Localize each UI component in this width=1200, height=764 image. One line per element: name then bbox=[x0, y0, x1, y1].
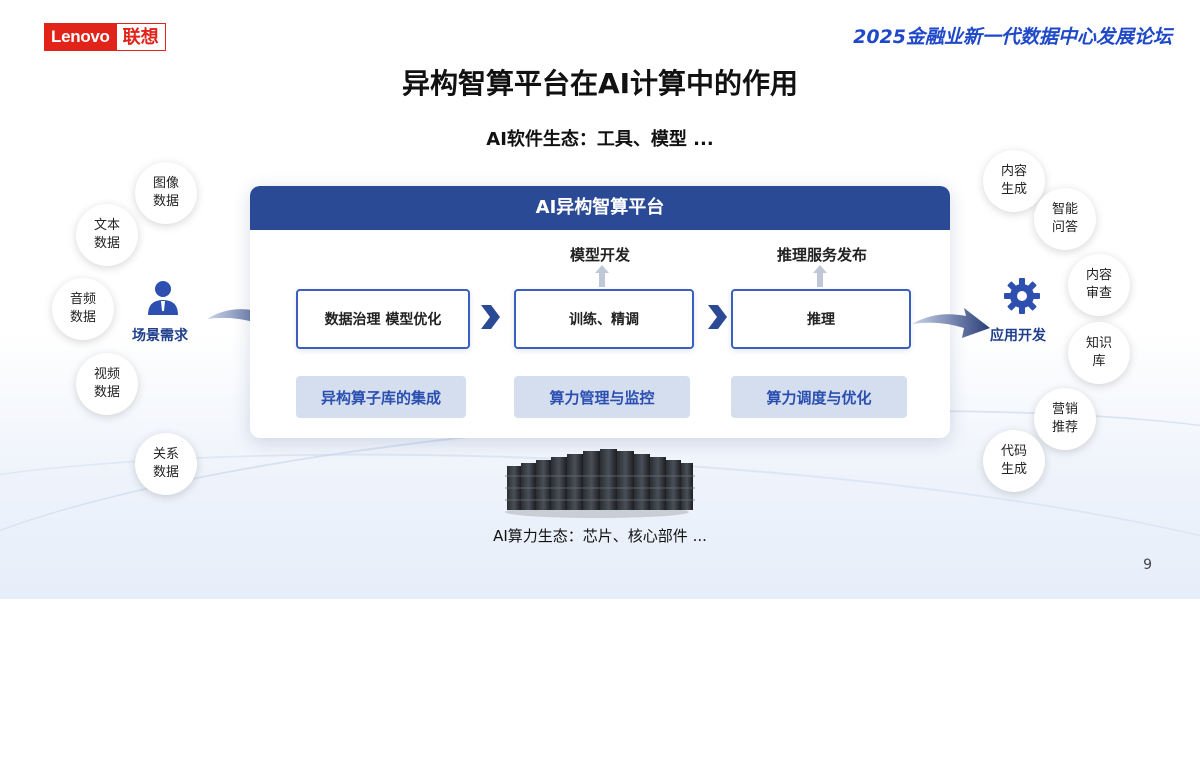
up-arrow-icon bbox=[595, 265, 609, 287]
right-flow-arrow bbox=[912, 308, 990, 338]
bubble-line: 数据 bbox=[152, 465, 179, 480]
bubble-content-generation: 内容生成 bbox=[983, 150, 1045, 212]
platform-title: AI异构智算平台 bbox=[250, 186, 950, 230]
bubble-line: 图像 bbox=[152, 176, 179, 191]
bubble-line: 生成 bbox=[1000, 462, 1027, 477]
bubble-line: 数据 bbox=[152, 194, 179, 209]
bubble-content-review: 内容审查 bbox=[1068, 254, 1130, 316]
logo-english: Lenovo bbox=[44, 23, 117, 51]
bubble-smart-qa: 智能问答 bbox=[1034, 188, 1096, 250]
bubble-line: 生成 bbox=[1000, 182, 1027, 197]
bubble-relation-data: 关系数据 bbox=[135, 433, 197, 495]
bubble-code-generation: 代码生成 bbox=[983, 430, 1045, 492]
infra-compute-monitoring: 算力管理与监控 bbox=[514, 376, 690, 418]
lenovo-logo: Lenovo 联想 bbox=[44, 23, 166, 51]
bubble-line: 审查 bbox=[1085, 286, 1112, 301]
stage-top-model-dev: 模型开发 bbox=[569, 246, 630, 264]
software-ecosystem-text: AI软件生态：工具、模型 ... bbox=[486, 129, 714, 150]
chevron-right-icon bbox=[481, 305, 500, 329]
bubble-line: 视频 bbox=[93, 367, 120, 382]
infra-compute-scheduling: 算力调度与优化 bbox=[731, 376, 907, 418]
page-number: 9 bbox=[1143, 557, 1152, 573]
bubble-video-data: 视频数据 bbox=[76, 353, 138, 415]
hardware-ecosystem-text: AI算力生态：芯片、核心部件 ... bbox=[493, 527, 707, 545]
bubble-line: 数据 bbox=[69, 310, 96, 325]
bubble-line: 库 bbox=[1092, 354, 1106, 369]
bubble-line: 内容 bbox=[1085, 268, 1112, 283]
logo-chinese: 联想 bbox=[116, 23, 166, 51]
gear-icon bbox=[1004, 278, 1040, 314]
process-box-training: 训练、精调 bbox=[514, 289, 694, 349]
bubble-line: 问答 bbox=[1051, 220, 1078, 235]
bubble-line: 代码 bbox=[1000, 444, 1027, 459]
scenario-label: 场景需求 bbox=[132, 328, 188, 344]
bubble-line: 音频 bbox=[69, 292, 96, 307]
server-rack-image bbox=[505, 449, 695, 518]
bubble-line: 数据 bbox=[93, 385, 120, 400]
infra-operator-integration: 异构算子库的集成 bbox=[296, 376, 466, 418]
up-arrow-icon bbox=[813, 265, 827, 287]
bubble-image-data: 图像数据 bbox=[135, 162, 197, 224]
bubble-text-data: 文本数据 bbox=[76, 204, 138, 266]
app-dev-label: 应用开发 bbox=[990, 328, 1046, 344]
process-box-data-governance: 数据治理 模型优化 bbox=[296, 289, 470, 349]
bubble-audio-data: 音频数据 bbox=[52, 278, 114, 340]
chevron-right-icon bbox=[708, 305, 727, 329]
process-box-inference: 推理 bbox=[731, 289, 911, 349]
user-icon bbox=[148, 281, 178, 315]
bubble-line: 内容 bbox=[1000, 164, 1027, 179]
bubble-marketing-recommend: 营销推荐 bbox=[1034, 388, 1096, 450]
stage-top-inference-publish: 推理服务发布 bbox=[776, 246, 867, 264]
bubble-line: 关系 bbox=[152, 447, 179, 462]
forum-title: 2025金融业新一代数据中心发展论坛 bbox=[853, 26, 1172, 48]
bubble-knowledge-base: 知识库 bbox=[1068, 322, 1130, 384]
slide-title: 异构智算平台在AI计算中的作用 bbox=[401, 67, 799, 100]
bubble-line: 知识 bbox=[1085, 336, 1112, 351]
bubble-line: 数据 bbox=[93, 236, 120, 251]
bubble-line: 营销 bbox=[1051, 402, 1078, 417]
bubble-line: 推荐 bbox=[1051, 420, 1078, 435]
bubble-line: 文本 bbox=[93, 218, 120, 233]
bubble-line: 智能 bbox=[1051, 202, 1078, 217]
